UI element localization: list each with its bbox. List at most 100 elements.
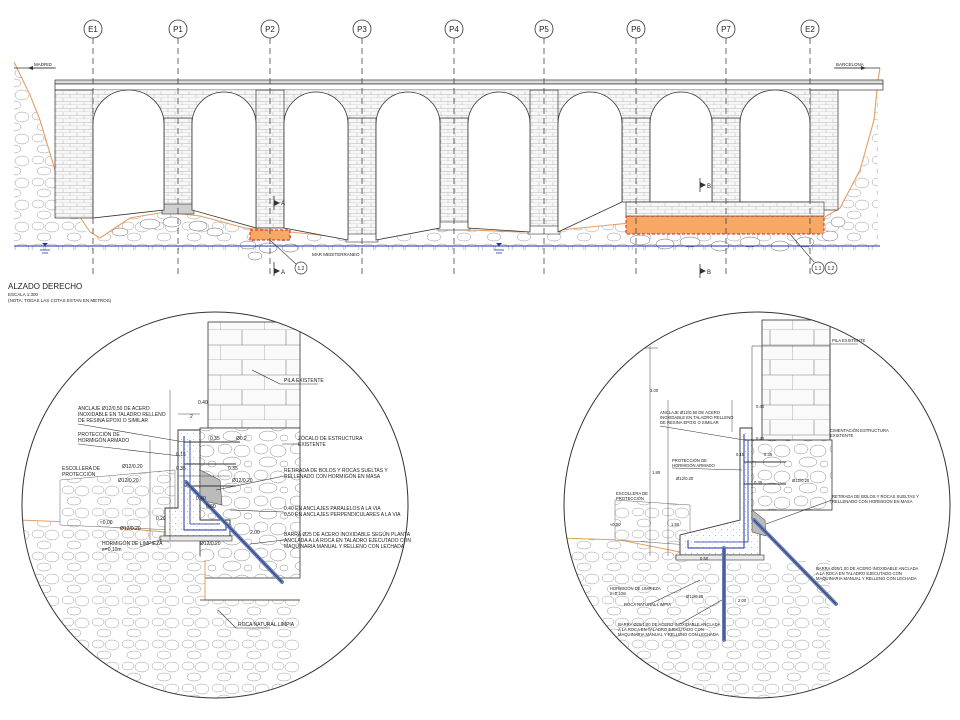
axis-label-p7: P7 xyxy=(721,25,731,34)
label-barra-1: BARRA Ø25 DE ACERO INOXIDABLE SEGÚN PLAN… xyxy=(284,531,411,538)
detail-left: PILA EXISTENTE ZÓCALO DE ESTRUCTURA EXIS… xyxy=(21,311,411,699)
label-cimentacion-1: CIMENTACIÓN ESTRUCTURA xyxy=(830,428,889,433)
label-barra-bottom-1: BARRA Ø25/1,00 DE ACERO INOXIDABLE ANCLA… xyxy=(618,622,721,627)
axis-label-e1: E1 xyxy=(88,25,98,34)
axis-label-p2: P2 xyxy=(265,25,275,34)
svg-text:0.35: 0.35 xyxy=(754,480,763,485)
label-proteccion-r-2: HORMIGÓN ARMADO xyxy=(672,463,716,468)
svg-text:0.40: 0.40 xyxy=(756,404,765,409)
section-cut-b: B B xyxy=(699,178,711,278)
elevation-title: ALZADO DERECHO xyxy=(8,282,82,291)
axis-label-e2: E2 xyxy=(805,25,815,34)
sea-label: MAR MEDITERRANEO xyxy=(312,252,360,257)
detail-right-frame xyxy=(563,311,951,699)
direction-madrid: MADRID xyxy=(28,62,56,70)
svg-text:0.40: 0.40 xyxy=(196,496,206,502)
label-retirada-r-2: RELLENADO CON HORMIGÓN EN MASA xyxy=(832,499,913,504)
label-escollera-r-1: ESCOLLERA DE xyxy=(616,491,648,496)
label-hormigon-limpieza-r-1: HORMIGÓN DE LIMPIEZA xyxy=(610,586,661,591)
footing-p6-p7 xyxy=(625,215,825,235)
label-retirada-1: RETIRADA DE BOLOS Y ROCAS SUELTAS Y xyxy=(284,468,388,474)
label-proteccion-2: HORMIGÓN ARMADO xyxy=(78,437,129,444)
label-barra-r-2: A LA ROCA EN TALADRO EJECUTADO CON xyxy=(816,571,902,576)
label-retirada-2: RELLENADO CON HORMIGÓN EN MASA xyxy=(284,473,381,480)
label-barra-r-1: BARRA Ø25/1,00 DE ACERO INOXIDABLE ANCLA… xyxy=(816,566,919,571)
svg-text:0.60: 0.60 xyxy=(206,504,216,510)
svg-text:≈0,00: ≈0,00 xyxy=(100,520,113,526)
svg-text:0.15: 0.15 xyxy=(176,452,186,458)
label-anclaje-r-2: INOXIDABLE EN TALADRO RELLENO xyxy=(660,415,734,420)
parapet xyxy=(54,79,884,85)
label-roca: ROCA NATURAL LIMPIA xyxy=(238,622,295,628)
detail-left-labels: PILA EXISTENTE ZÓCALO DE ESTRUCTURA EXIS… xyxy=(62,369,411,629)
boulders xyxy=(111,216,846,261)
svg-text:2.00: 2.00 xyxy=(738,598,747,603)
label-barra-bottom-3: MAQUINARIA MANUAL Y RELLENO CON LECHADA xyxy=(618,632,719,637)
axis-label-p6: P6 xyxy=(631,25,641,34)
svg-text:B: B xyxy=(707,270,711,276)
label-anclaje-r-3: DE RESINA EPOXI O SIMILAR xyxy=(660,420,719,425)
svg-text:2.00: 2.00 xyxy=(250,530,260,536)
label-hormigon-limpieza-1: HORMIGÓN DE LIMPIEZA xyxy=(102,540,163,547)
elevation-note: (NOTA: TODAS LAS COTAS ESTAN EN METROS) xyxy=(8,298,112,303)
svg-text:0.15: 0.15 xyxy=(736,452,745,457)
svg-text:0.35: 0.35 xyxy=(176,466,186,472)
svg-text:A: A xyxy=(281,201,285,207)
label-barra-r-3: MAQUINARIA MANUAL Y RELLENO CON LECHADA xyxy=(816,576,917,581)
bridge-elevation: E1 P1 P2 P3 P4 P5 P6 P7 E2 MADRID BARCEL… xyxy=(8,19,884,303)
detail-left-frame xyxy=(21,311,409,699)
label-anclajes-via-1: 0.40 EN ANCLAJES PARALELOS A LA VIA xyxy=(284,506,381,512)
svg-text:0.35: 0.35 xyxy=(764,452,773,457)
detail-right-labels: PILA EXISTENTE CIMENTACIÓN ESTRUCTURA EX… xyxy=(610,338,919,637)
svg-text:0.40: 0.40 xyxy=(756,436,765,441)
label-anclaje-3: DE RESINA EPOXI O SIMILAR xyxy=(78,418,148,424)
detail-callout-right: 1.1 1.2 xyxy=(789,233,838,275)
svg-text:1.1: 1.1 xyxy=(815,266,822,272)
svg-text:Ø12/0.20: Ø12/0.20 xyxy=(232,478,253,484)
label-anclajes-via-2: 0.50 EN ANCLAJES PERPENDICULARES A LA VI… xyxy=(284,512,401,518)
svg-text:A: A xyxy=(281,270,285,276)
label-proteccion-1: PROTECCIÓN DE xyxy=(78,431,120,438)
svg-text:1.2: 1.2 xyxy=(298,266,305,272)
elevation-scale: ESCALA 1:300 xyxy=(8,292,39,297)
svg-text:1.2: 1.2 xyxy=(828,266,835,272)
svg-text:0.35: 0.35 xyxy=(228,466,238,472)
svg-text:Ø12/0.20: Ø12/0.20 xyxy=(118,478,139,484)
svg-text:Ø12/0.20: Ø12/0.20 xyxy=(686,594,704,599)
label-hormigon-limpieza-2: e=0,10m xyxy=(102,547,122,553)
label-roca-r: ROCA NATURAL LIMPIA xyxy=(624,602,671,607)
label-retirada-r-1: RETIRADA DE BOLOS Y ROCAS SUELTAS Y xyxy=(832,494,919,499)
label-barra-2: ANCLADA A LA ROCA EN TALADRO EJECUTADO C… xyxy=(284,538,411,544)
axis-label-p1: P1 xyxy=(173,25,183,34)
label-escollera-2: PROTECCIÓN xyxy=(62,471,96,478)
svg-text:0.20: 0.20 xyxy=(156,516,166,522)
svg-text:Ø12/0.20: Ø12/0.20 xyxy=(792,478,810,483)
svg-text:0.40: 0.40 xyxy=(198,400,208,406)
arches xyxy=(92,89,811,241)
label-pila-existente-r: PILA EXISTENTE xyxy=(832,338,865,343)
label-zocalo-1: ZÓCALO DE ESTRUCTURA xyxy=(298,435,363,442)
svg-text:1.50: 1.50 xyxy=(671,522,680,527)
label-anclaje-r-1: ANCLAJE Ø12/0,50 DE ACERO xyxy=(660,410,721,415)
label-anclaje-2: INOXIDABLE EN TALADRO RELLENO xyxy=(78,412,166,418)
axis-label-p5: P5 xyxy=(539,25,549,34)
axis-label-p4: P4 xyxy=(449,25,459,34)
svg-text:1.80: 1.80 xyxy=(652,470,661,475)
label-escollera-r-2: PROTECCIÓN xyxy=(616,496,644,501)
svg-text:Ø12/0.20: Ø12/0.20 xyxy=(200,541,221,547)
svg-text:Ø0.2: Ø0.2 xyxy=(236,436,247,442)
axis-bubbles: E1 P1 P2 P3 P4 P5 P6 P7 E2 xyxy=(83,19,820,39)
label-escollera-1: ESCOLLERA DE xyxy=(62,466,101,472)
label-zocalo-2: EXISTENTE xyxy=(298,442,326,448)
abutment-right xyxy=(809,89,839,211)
label-proteccion-r-1: PROTECCIÓN DE xyxy=(672,458,707,463)
svg-text:3.00: 3.00 xyxy=(650,388,659,393)
svg-text:B: B xyxy=(707,184,711,190)
label-hormigon-limpieza-r-2: e=0,10m xyxy=(610,591,627,596)
detail-right: PILA EXISTENTE CIMENTACIÓN ESTRUCTURA EX… xyxy=(563,311,951,699)
detail-callout-left: 1.2 xyxy=(269,239,308,275)
direction-barcelona: BARCELONA xyxy=(834,62,866,70)
label-cimentacion-2: EXISTENTE xyxy=(830,433,853,438)
section-cut-a: A A xyxy=(273,196,285,276)
direction-barcelona-label: BARCELONA xyxy=(836,62,864,67)
